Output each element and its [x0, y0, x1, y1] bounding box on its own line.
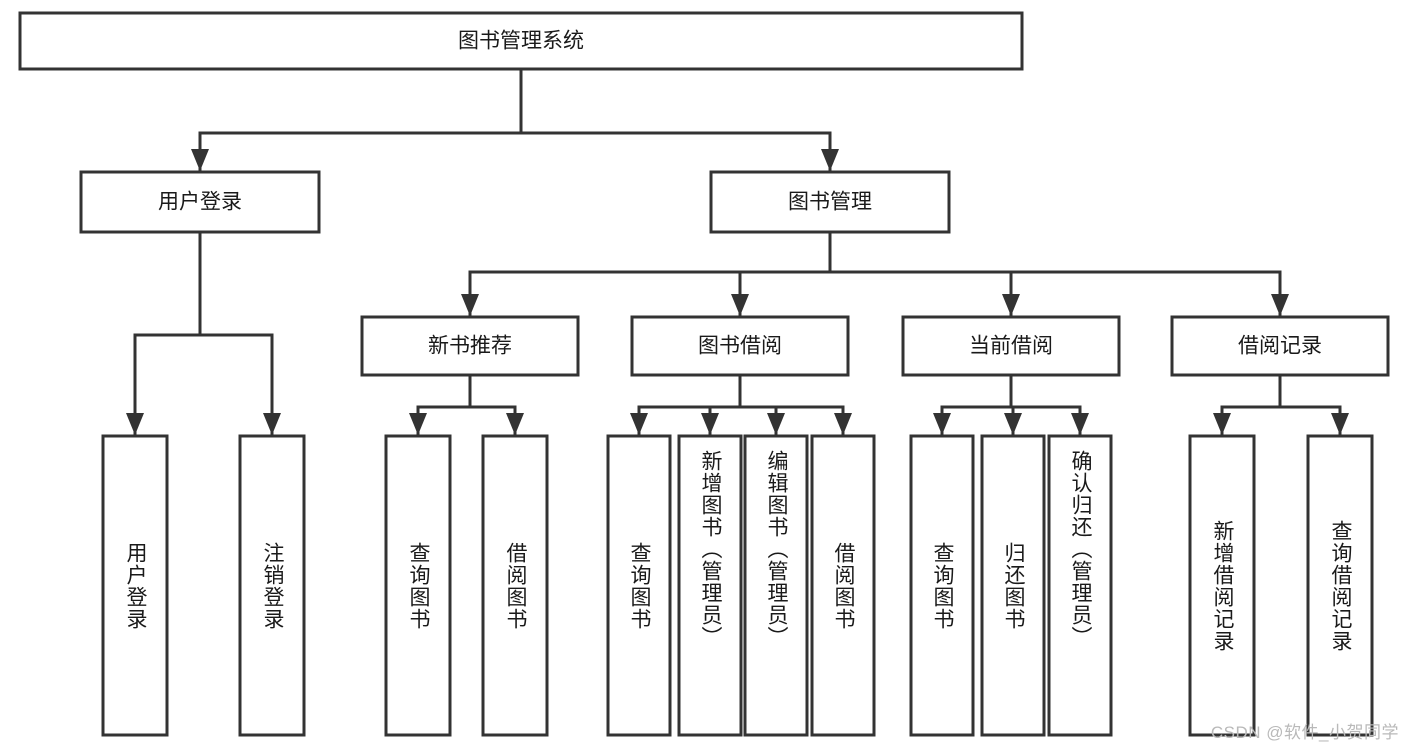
- node-leaf-12[interactable]: [1306, 434, 1374, 737]
- arrow-to-level3: [461, 294, 479, 316]
- watermark: CSDN @软件_小贺同学: [1210, 723, 1399, 742]
- arrow-to-leaf: [263, 413, 281, 435]
- node-label-level3: 新书推荐: [428, 335, 512, 358]
- arrow-to-leaf: [701, 413, 719, 435]
- arrow-to-level3: [1002, 294, 1020, 316]
- node-leaf-6[interactable]: [743, 434, 809, 737]
- node-level3-3[interactable]: 借阅记录: [1170, 315, 1390, 377]
- arrow-to-leaf: [630, 413, 648, 435]
- arrow-to-leaf: [1004, 413, 1022, 435]
- node-leaf-2[interactable]: [384, 434, 452, 737]
- node-label-level2: 用户登录: [158, 191, 242, 214]
- node-label-level3: 当前借阅: [969, 335, 1053, 358]
- node-leaf-10[interactable]: [1047, 434, 1113, 737]
- node-leaf-3[interactable]: [481, 434, 549, 737]
- node-rect: [709, 170, 951, 234]
- node-level3-2[interactable]: 当前借阅: [901, 315, 1121, 377]
- arrow-to-leaf: [933, 413, 951, 435]
- node-rect: [360, 315, 580, 377]
- arrow-to-leaf: [1071, 413, 1089, 435]
- arrow-to-leaf: [506, 413, 524, 435]
- arrow-to-level2: [821, 149, 839, 171]
- node-leaf-11[interactable]: [1188, 434, 1256, 737]
- node-leaf-1[interactable]: [238, 434, 306, 737]
- arrow-to-leaf: [1331, 413, 1349, 435]
- node-level3-0[interactable]: 新书推荐: [360, 315, 580, 377]
- node-level2-0[interactable]: 用户登录: [79, 170, 321, 234]
- node-level2-1[interactable]: 图书管理: [709, 170, 951, 234]
- node-rect: [18, 11, 1024, 71]
- node-label-level2: 图书管理: [788, 191, 872, 214]
- node-leaf-7[interactable]: [810, 434, 876, 737]
- node-leaf-5[interactable]: [677, 434, 743, 737]
- arrow-to-leaf: [1213, 413, 1231, 435]
- node-leaf-4[interactable]: [606, 434, 672, 737]
- node-level3-1[interactable]: 图书借阅: [630, 315, 850, 377]
- node-root-system[interactable]: 图书管理系统: [18, 11, 1024, 71]
- connector-layer: [126, 67, 1349, 436]
- node-label-level3: 借阅记录: [1238, 335, 1322, 358]
- node-leaf-9[interactable]: [980, 434, 1046, 737]
- arrow-to-leaf: [834, 413, 852, 435]
- arrow-to-leaf: [767, 413, 785, 435]
- node-rect: [79, 170, 321, 234]
- arrow-to-level3: [1271, 294, 1289, 316]
- arrow-to-leaf: [126, 413, 144, 435]
- node-rect: [1170, 315, 1390, 377]
- node-leaf-0[interactable]: [101, 434, 169, 737]
- arrow-to-level3: [731, 294, 749, 316]
- node-label-level3: 图书借阅: [698, 335, 782, 358]
- node-label-root: 图书管理系统: [458, 30, 584, 53]
- arrow-to-leaf: [409, 413, 427, 435]
- node-rect: [901, 315, 1121, 377]
- node-rect: [630, 315, 850, 377]
- arrow-to-level2: [191, 149, 209, 171]
- node-leaf-8[interactable]: [909, 434, 975, 737]
